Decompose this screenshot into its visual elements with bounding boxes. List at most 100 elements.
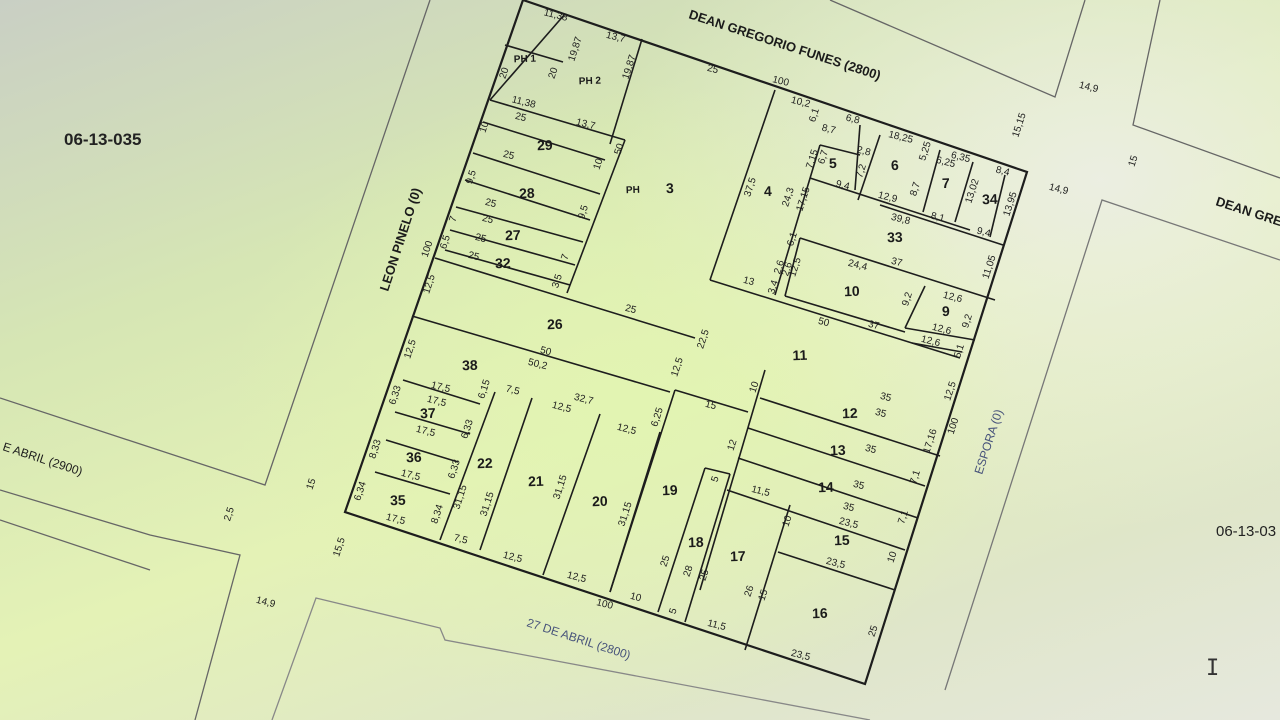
plot-number-label[interactable]: 7 <box>942 175 951 191</box>
plot-number-label[interactable]: 5 <box>829 155 838 171</box>
dimension-label: 31,15 <box>452 483 470 511</box>
street-label-espora: ESPORA (0) <box>972 408 1006 476</box>
dimension-label: 39,8 <box>890 212 912 227</box>
dimension-label: 6,15 <box>476 378 493 400</box>
plot-number-label[interactable]: 28 <box>519 185 535 202</box>
parcel-line <box>566 139 626 294</box>
block-outline[interactable] <box>343 0 1029 686</box>
dimension-label: 23,5 <box>790 648 812 663</box>
dimension-label: 3,5 <box>550 273 565 290</box>
parcel-line <box>449 229 576 266</box>
plot-number-label[interactable]: 10 <box>844 283 860 300</box>
parcel-line <box>759 397 941 457</box>
parcel-line <box>684 473 731 623</box>
plot-number-label[interactable]: PH <box>626 185 640 196</box>
dimension-label: 23,5 <box>825 556 847 571</box>
plot-number-label[interactable]: 35 <box>390 492 406 509</box>
block-ids: 06-13-035 06-13-03 <box>64 130 1276 540</box>
dimension-label: 5 <box>668 606 680 615</box>
dimension-label: 7,1 <box>908 469 923 486</box>
dimension-label: 25 <box>514 111 528 124</box>
dimension-label: 25 <box>502 149 516 162</box>
plot-number-label[interactable]: 17 <box>730 548 746 565</box>
plot-number-label[interactable]: 3 <box>666 180 675 196</box>
parcel-line <box>479 397 533 551</box>
plot-number-label[interactable]: 20 <box>592 493 608 510</box>
plot-number-label[interactable]: 6 <box>891 157 900 173</box>
parcel-line <box>744 504 791 651</box>
street-label-27-de-abril: 27 DE ABRIL (2800) <box>525 616 632 663</box>
dimension-label: 9,5 <box>464 169 479 186</box>
plot-number-label[interactable]: 27 <box>505 227 521 244</box>
dimension-label: 6,35 <box>950 150 972 165</box>
plot-number-label[interactable]: PH 1 <box>514 54 537 66</box>
parcel-line <box>394 411 471 435</box>
plot-number-label[interactable]: 15 <box>834 532 850 549</box>
plot-number-label[interactable]: 36 <box>406 449 422 466</box>
dimension-label: 50 <box>613 142 627 156</box>
plot-number-label[interactable]: 16 <box>812 605 828 622</box>
dimension-label: 5,1 <box>952 343 967 360</box>
street-label-dean-funes-right: DEAN GRE <box>1214 194 1280 230</box>
plot-number-label[interactable]: 13 <box>830 442 846 459</box>
parcel-line <box>374 471 451 495</box>
dimension-label: 35 <box>852 479 866 492</box>
dimension-label: 14,9 <box>255 595 277 610</box>
dimension-label: 100 <box>771 74 790 89</box>
plot-number-label[interactable]: 32 <box>495 255 511 272</box>
dimension-label: 100 <box>946 416 962 436</box>
plot-number-label[interactable]: 21 <box>528 473 544 490</box>
parcel-line <box>747 427 926 487</box>
dimension-label: 2,6 <box>772 259 787 276</box>
plot-number-label[interactable]: 14 <box>818 479 834 496</box>
dimension-label: 28 <box>682 564 696 578</box>
parcel-line <box>854 124 861 191</box>
dimension-label: 15,5 <box>331 536 348 558</box>
plot-number-label[interactable]: 19 <box>662 482 678 499</box>
plot-number-label[interactable]: 22 <box>477 455 493 472</box>
plot-number-label[interactable]: 33 <box>887 229 903 246</box>
dimension-label: 22,5 <box>695 328 712 350</box>
parcel-line <box>444 249 571 286</box>
neighbor-block-outline <box>0 489 241 720</box>
dimension-label: 7,1 <box>896 509 911 526</box>
dimension-label: 11,5 <box>750 484 771 499</box>
plot-number-label[interactable]: 18 <box>688 534 704 551</box>
plot-number-label[interactable]: 9 <box>942 303 951 319</box>
parcel-line <box>542 413 601 576</box>
parcel-line <box>385 439 459 463</box>
dimension-label: 17,15 <box>795 185 813 213</box>
dimension-label: 2,8 <box>856 145 873 159</box>
plot-number-label[interactable]: 11 <box>792 347 808 364</box>
plot-number-label[interactable]: 4 <box>764 183 773 199</box>
plot-number-label[interactable]: PH 2 <box>579 76 602 88</box>
dimension-label: 12,5 <box>616 422 638 437</box>
plot-number-label[interactable]: 29 <box>537 137 553 154</box>
dimension-label: 15 <box>1127 154 1141 168</box>
dimension-label: 12,5 <box>787 256 804 278</box>
parcel-line <box>809 177 971 231</box>
dimension-label: 17,5 <box>385 512 407 527</box>
dimension-label: 11,38 <box>542 7 569 24</box>
dimension-label: 5 <box>710 474 722 483</box>
dimension-label: 13 <box>742 275 756 288</box>
dimension-label: 9,2 <box>900 291 915 308</box>
plot-number-label[interactable]: 12 <box>842 405 858 422</box>
parcel-line <box>954 161 974 223</box>
dimension-label: 25 <box>698 568 712 582</box>
dimension-label: 6,1 <box>785 231 800 248</box>
parcel-line <box>489 99 626 141</box>
dimension-label: 12,5 <box>669 356 686 378</box>
plot-number-label[interactable]: 26 <box>547 316 563 333</box>
plot-number-label[interactable]: 34 <box>982 191 998 208</box>
dimension-label: 17,16 <box>922 427 940 455</box>
dimension-label: 8,4 <box>995 165 1012 179</box>
dimension-label: 7 <box>448 214 460 223</box>
parcel-line <box>434 257 696 339</box>
plot-number-label[interactable]: 37 <box>420 405 436 422</box>
dimension-label: 9,4 <box>976 226 993 240</box>
plot-number-label[interactable]: 38 <box>462 357 478 374</box>
